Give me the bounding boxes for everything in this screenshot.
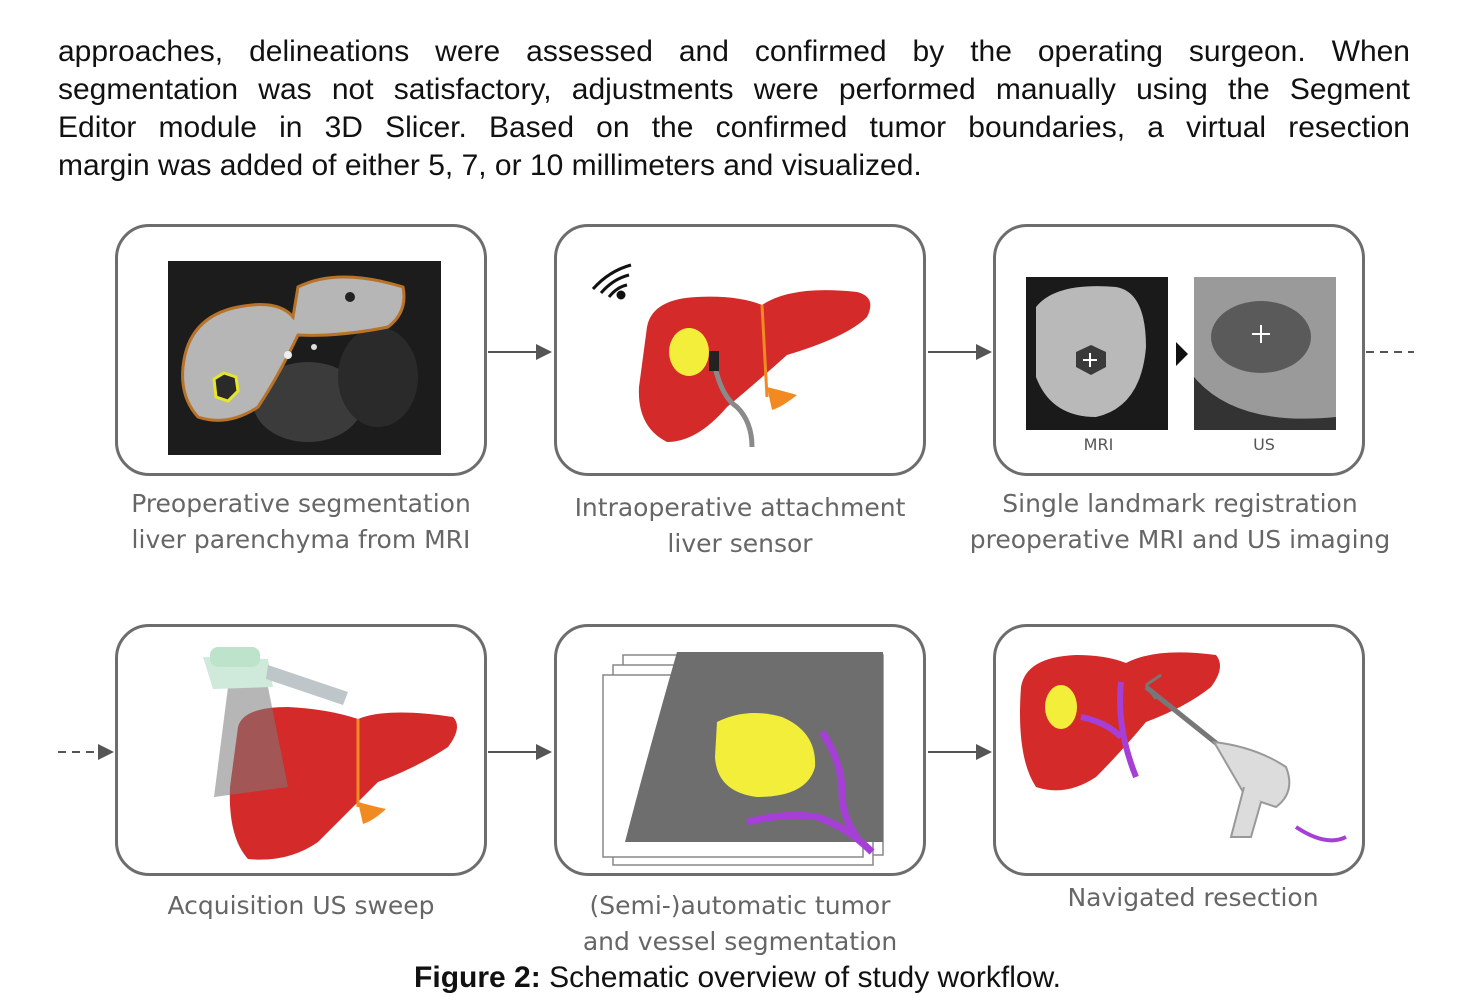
dashed-continuation-icon: [1366, 351, 1414, 353]
paragraph-line: Editor module in 3D Slicer. Based on the…: [58, 111, 1410, 144]
wifi-icon: [591, 263, 632, 300]
resection-illustration: [1020, 652, 1347, 843]
step-caption: (Semi-)automatic tumor and vessel segmen…: [554, 888, 926, 960]
figure-caption: Figure 2: Schematic overview of study wo…: [0, 960, 1475, 996]
step-caption: Acquisition US sweep: [115, 888, 487, 924]
arrow-right-icon: [488, 744, 552, 760]
paragraph-line: segmentation was not satisfactory, adjus…: [58, 73, 1410, 106]
dashed-continuation-icon: [58, 744, 114, 760]
panel-tumor-vessel-segmentation: [554, 624, 926, 876]
arrow-right-icon: [488, 344, 552, 360]
panel-intraoperative-attachment: [554, 224, 926, 476]
paragraph-line: approaches, delineations were assessed a…: [58, 35, 1410, 68]
paragraph-line: margin was added of either 5, 7, or 10 m…: [58, 149, 922, 182]
mri-label: MRI: [1083, 435, 1114, 454]
caption-line: Intraoperative attachment: [574, 493, 906, 522]
us-sweep-illustration: [203, 647, 457, 860]
figure-label: Figure 2:: [414, 961, 541, 994]
panel-us-sweep: [115, 624, 487, 876]
body-paragraph: approaches, delineations were assessed a…: [58, 33, 1410, 185]
step-caption: Preoperative segmentation liver parenchy…: [115, 486, 487, 558]
caption-line: and vessel segmentation: [582, 927, 898, 956]
step-caption: Intraoperative attachment liver sensor: [554, 490, 926, 562]
liver-sensor-illustration: [591, 263, 871, 448]
registration-images: [1026, 277, 1336, 430]
caption-line: liver sensor: [667, 529, 813, 558]
caption-line: (Semi-)automatic tumor: [589, 891, 891, 920]
caption-line: Single landmark registration: [1002, 489, 1358, 518]
panel-landmark-registration: MRI US: [993, 224, 1365, 476]
segmentation-illustration: [602, 652, 884, 866]
caption-line: liver parenchyma from MRI: [131, 525, 471, 554]
step-caption: Navigated resection: [1007, 880, 1379, 916]
arrow-right-icon: [928, 344, 992, 360]
figure-caption-text: Schematic overview of study workflow.: [540, 961, 1061, 994]
us-label: US: [1253, 435, 1275, 454]
caption-line: Preoperative segmentation: [131, 489, 471, 518]
caption-line: Acquisition US sweep: [167, 891, 435, 920]
caption-line: preoperative MRI and US imaging: [969, 525, 1391, 554]
panel-navigated-resection: [993, 624, 1365, 876]
step-caption: Single landmark registration preoperativ…: [960, 486, 1400, 558]
caption-line: Navigated resection: [1067, 883, 1319, 912]
mri-segmentation-image: [168, 261, 441, 455]
arrow-right-icon: [928, 744, 992, 760]
panel-preoperative-segmentation: [115, 224, 487, 476]
